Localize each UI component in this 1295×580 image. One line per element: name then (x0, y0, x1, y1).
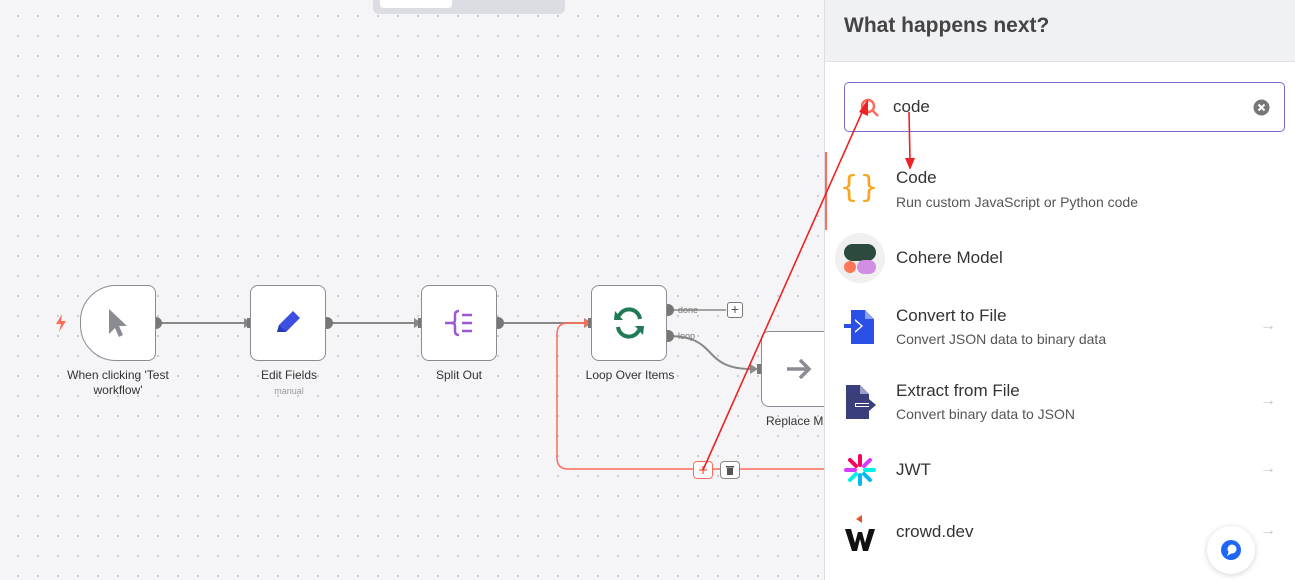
refresh-icon (614, 307, 644, 339)
workflow-canvas[interactable]: When clicking 'Test workflow' Edit Field… (0, 0, 824, 580)
jwt-logo-icon (835, 445, 885, 495)
result-item-extract-from-file[interactable]: Extract from File Convert binary data to… (825, 367, 1295, 437)
result-title: Extract from File (896, 381, 1020, 400)
result-desc: Convert binary data to JSON (896, 406, 1075, 422)
chevron-right-icon: → (1260, 522, 1276, 539)
result-title: JWT (896, 460, 931, 479)
convert-file-icon (835, 302, 885, 352)
chat-help-button[interactable] (1207, 526, 1255, 574)
chat-bubble-icon (1221, 540, 1241, 560)
search-box[interactable] (844, 82, 1285, 132)
cohere-logo-icon (835, 233, 885, 283)
node-edit-fields[interactable] (250, 285, 326, 361)
node-sublabel-edit: manual (274, 386, 304, 396)
edge-arrow (750, 364, 758, 374)
arrow-right-icon (787, 358, 812, 380)
edge-arrow (584, 319, 591, 327)
result-item-jwt[interactable]: JWT → (825, 437, 1295, 507)
result-title: crowd.dev (896, 522, 974, 541)
chevron-right-icon: → (1260, 460, 1276, 477)
plus-icon (699, 466, 707, 474)
handle-label-done: done (678, 305, 699, 315)
node-replace[interactable] (761, 331, 824, 407)
search-icon (860, 98, 879, 117)
edge-delete-button[interactable] (720, 461, 740, 479)
node-loop-over-items[interactable] (591, 285, 667, 361)
edge-add-node-button[interactable] (693, 461, 713, 479)
node-label-trigger: When clicking 'Test workflow' (67, 368, 169, 397)
search-input[interactable] (893, 95, 1233, 119)
result-item-code[interactable]: {} Code Run custom JavaScript or Python … (825, 152, 1295, 222)
result-title: Convert to File (896, 306, 1007, 325)
input-handle[interactable] (588, 318, 592, 328)
trash-icon (726, 465, 734, 475)
node-split-out[interactable] (421, 285, 497, 361)
cursor-icon (109, 309, 127, 337)
panel-title: What happens next? (844, 14, 1050, 37)
result-item-convert-to-file[interactable]: Convert to File Convert JSON data to bin… (825, 292, 1295, 362)
node-label-replace: Replace M (766, 414, 824, 428)
node-label-split: Split Out (435, 368, 483, 382)
crowddev-logo-icon (835, 508, 885, 558)
code-braces-icon: {} (839, 169, 881, 205)
node-creator-panel: What happens next? {} Code Run custom Ja… (824, 0, 1295, 580)
edge-replace-loop-back[interactable] (556, 322, 824, 470)
clear-search-icon[interactable] (1253, 99, 1270, 116)
result-item-cohere[interactable]: Cohere Model (825, 222, 1295, 292)
panel-header: What happens next? (825, 0, 1295, 62)
chevron-right-icon: → (1260, 317, 1276, 334)
result-desc: Convert JSON data to binary data (896, 331, 1107, 347)
result-item-crowddev[interactable]: crowd.dev → (825, 500, 1295, 570)
extract-file-icon (835, 377, 885, 427)
add-node-done-button[interactable]: + (727, 302, 743, 318)
node-label-edit: Edit Fields (260, 368, 318, 382)
view-toggle[interactable] (373, 0, 565, 14)
split-icon (445, 309, 472, 337)
node-trigger[interactable] (80, 285, 156, 361)
result-title: Cohere Model (896, 248, 1003, 267)
lightning-icon (56, 314, 66, 332)
node-label-loop: Loop Over Items (585, 368, 675, 382)
result-title: Code (896, 168, 937, 187)
result-desc: Run custom JavaScript or Python code (896, 194, 1139, 210)
view-toggle-active[interactable] (380, 0, 452, 8)
pencil-icon (277, 311, 300, 332)
handle-label-loop: loop (678, 331, 696, 341)
input-handle[interactable] (247, 318, 251, 328)
chevron-right-icon: → (1260, 392, 1276, 409)
input-handle[interactable] (418, 318, 422, 328)
